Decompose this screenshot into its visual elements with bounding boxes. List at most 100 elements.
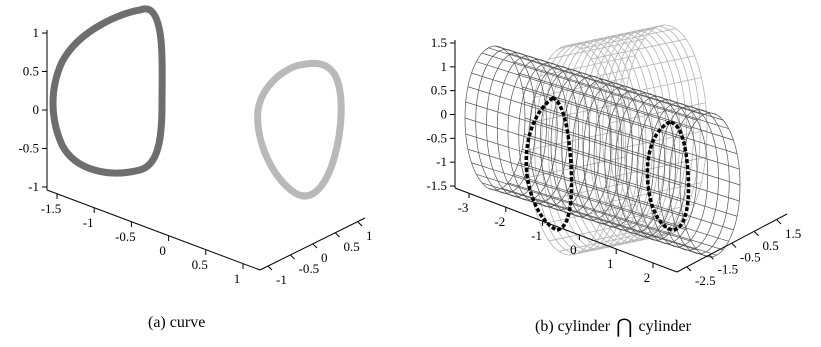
y-axis-tick-label: 0.5	[344, 239, 360, 254]
y-axis-tick-label: -0.5	[299, 261, 320, 276]
z-axis-tick-label: 1.5	[431, 35, 447, 50]
dark-mesh-line	[521, 148, 738, 217]
light-mesh-line	[569, 234, 666, 256]
dark-mesh-line	[471, 162, 687, 231]
caption-b-prefix: (b) cylinder	[535, 318, 611, 335]
dark-mesh-line	[464, 117, 681, 186]
z-axis-tick-label: -0.5	[18, 141, 39, 156]
y-axis-tick	[709, 254, 714, 260]
curve-plot: 10.50-0.5-1 -1.5-1-0.500.51 -1-0.500.51	[18, 5, 373, 287]
light-mesh-line	[590, 38, 687, 60]
z-axis-tick-label: 0	[33, 102, 40, 117]
light-mesh-line	[580, 28, 676, 49]
dark-mesh-line	[465, 133, 681, 202]
intersection-curve-right	[645, 120, 691, 232]
dark-mesh-line	[467, 148, 684, 217]
dark-mesh-line	[521, 86, 738, 155]
dark-mesh-line	[501, 187, 717, 256]
y-axis-tick-label: -0.5	[740, 250, 761, 265]
dark-mesh-line	[488, 187, 704, 256]
y-axis-tick	[267, 265, 273, 271]
curve-right-branch	[254, 59, 345, 200]
y-axis-tick	[335, 232, 340, 238]
figure-caption-b: (b) cylinder ⋂ cylinder	[535, 314, 691, 339]
z-axis-tick-label: 1	[441, 59, 448, 74]
intersection-symbol: ⋂	[616, 316, 633, 338]
dark-mesh-line	[524, 117, 741, 186]
x-axis-tick-label: -1	[531, 228, 542, 243]
dark-cylinder-mesh	[464, 45, 741, 258]
x-axis-tick-label: 0.5	[192, 257, 208, 272]
curve-left-branch	[49, 5, 166, 177]
z-axis-tick-label: 1	[33, 25, 40, 40]
dark-mesh-line	[507, 52, 724, 121]
y-axis	[259, 217, 366, 271]
y-axis-tick	[776, 219, 782, 225]
z-axis-tick-label: 0	[441, 107, 448, 122]
light-mesh-line	[606, 77, 702, 98]
light-mesh-line	[559, 28, 655, 49]
y-axis-tick	[290, 254, 295, 260]
dark-mesh-line	[488, 47, 704, 116]
x-axis-tick-label: 1	[234, 271, 241, 286]
y-axis-tick	[731, 243, 737, 248]
dark-mesh-line	[481, 182, 698, 251]
x-axis-tick-label: 0	[570, 242, 577, 257]
x-axis-tick-label: -0.5	[115, 229, 136, 244]
dark-mesh-line	[501, 47, 717, 116]
y-axis-tick	[357, 221, 363, 227]
dark-mesh-line	[507, 182, 724, 251]
dark-mesh-line	[471, 72, 687, 141]
figure-caption-a: (a) curve	[148, 314, 206, 331]
z-axis-tick-label: -1	[28, 179, 39, 194]
dark-mesh-line	[524, 101, 740, 170]
y-axis-tick-label: 1	[366, 228, 373, 243]
x-axis	[454, 187, 678, 273]
x-axis-tick-label: -3	[458, 200, 469, 215]
light-mesh-line	[580, 231, 676, 252]
dark-mesh-line	[518, 72, 734, 141]
x-axis-tick-label: -2	[494, 214, 505, 229]
dark-mesh-line	[476, 61, 692, 130]
dark-mesh-line	[518, 162, 734, 231]
y-axis-tick-label: -1	[276, 272, 287, 287]
y-axis-tick-label: -2.5	[695, 273, 716, 288]
dark-mesh-line	[467, 86, 684, 155]
caption-b-suffix: cylinder	[638, 318, 691, 335]
light-mesh-line	[540, 55, 636, 77]
y-axis-tick	[312, 243, 318, 249]
x-axis-tick-label: -1.5	[41, 201, 62, 216]
z-axis-tick-label: 0.5	[23, 64, 39, 79]
x-axis-tick-label: 1	[607, 256, 614, 271]
x-axis-tick-label: 0	[159, 243, 166, 258]
light-mesh-line	[599, 203, 695, 225]
y-axis-tick-label: 0	[321, 250, 328, 265]
dark-mesh-line	[476, 173, 692, 242]
y-axis-tick-label: -1.5	[718, 261, 739, 276]
dark-mesh-line	[524, 133, 740, 202]
z-axis-tick-label: 0.5	[431, 83, 447, 98]
y-axis-tick	[686, 266, 692, 272]
x-axis	[46, 189, 261, 271]
dark-mesh-line	[513, 173, 729, 242]
y-axis	[676, 213, 788, 273]
dark-mesh-line	[481, 52, 698, 121]
dark-mesh-line	[513, 61, 729, 130]
light-mesh-line	[599, 55, 695, 77]
intersection-curve-left	[524, 96, 574, 232]
z-axis-tick-label: -1	[436, 154, 447, 169]
y-axis-tick	[754, 231, 759, 237]
x-axis-tick-label: 2	[644, 270, 651, 285]
x-axis-tick-label: -1	[83, 215, 94, 230]
y-axis-tick-label: 1.5	[785, 226, 801, 241]
dark-mesh-line	[465, 101, 681, 170]
light-mesh-line	[533, 182, 629, 203]
light-mesh-line	[548, 38, 645, 60]
z-axis-tick-label: -1.5	[426, 178, 447, 193]
z-axis-tick-label: -0.5	[426, 130, 447, 145]
light-mesh-line	[569, 24, 666, 46]
y-axis-tick-label: 0.5	[763, 238, 779, 253]
